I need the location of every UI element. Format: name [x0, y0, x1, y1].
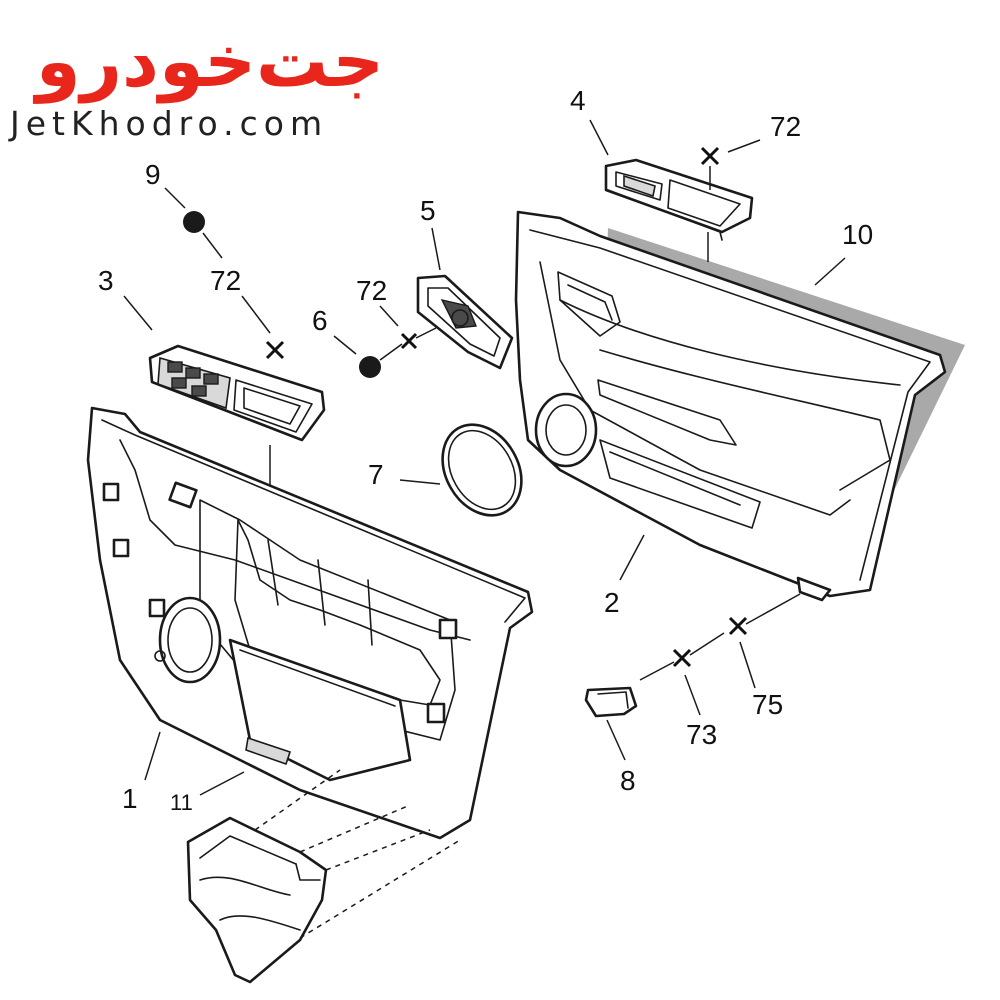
- part-5-handle-bezel: [416, 274, 514, 370]
- screw-72-front-icon: [265, 340, 285, 360]
- screw-73-icon: [672, 648, 692, 668]
- fastener-marks: [183, 146, 748, 668]
- screw-72-handle-icon: [400, 332, 418, 350]
- logo-persian-text: جت‌خودرو: [33, 19, 384, 104]
- callout-72-rear: 72: [770, 111, 801, 142]
- brand-logo: جت‌خودرو JetKhodro.com: [8, 19, 384, 143]
- part-2-door-panel: [514, 210, 947, 602]
- callout-10: 10: [842, 219, 873, 250]
- callout-7: 7: [368, 459, 384, 490]
- part-1-door-panel: [86, 406, 534, 840]
- callout-11: 11: [170, 790, 193, 815]
- plug-6-icon: [359, 356, 381, 378]
- callout-8: 8: [620, 765, 636, 796]
- callout-9: 9: [145, 159, 161, 190]
- callout-75: 75: [752, 689, 783, 720]
- part-11-lower-trim: [186, 769, 461, 984]
- screw-72-rear-icon: [700, 146, 720, 166]
- callout-3: 3: [98, 265, 114, 296]
- logo-latin-text: JetKhodro.com: [8, 104, 328, 143]
- part-3-front-switch-panel: [148, 344, 326, 490]
- screw-75-icon: [728, 616, 748, 636]
- callout-72-handle: 72: [356, 275, 387, 306]
- leader-lines: [123, 119, 846, 796]
- part-4-rear-switch-panel: [604, 158, 754, 262]
- callout-2: 2: [604, 587, 620, 618]
- callout-6: 6: [312, 305, 328, 336]
- callout-labels: 1 2 3 4 5 6 7 8 9 10 11 72 72 72 73 75: [98, 85, 873, 815]
- callout-4: 4: [570, 85, 586, 116]
- part-7-speaker-ring: [441, 423, 523, 517]
- plug-9-icon: [183, 211, 205, 233]
- callout-5: 5: [420, 195, 436, 226]
- callout-73: 73: [686, 719, 717, 750]
- part-8-end-cap: [584, 686, 638, 718]
- callout-1: 1: [122, 783, 138, 814]
- callout-72-front: 72: [210, 265, 241, 296]
